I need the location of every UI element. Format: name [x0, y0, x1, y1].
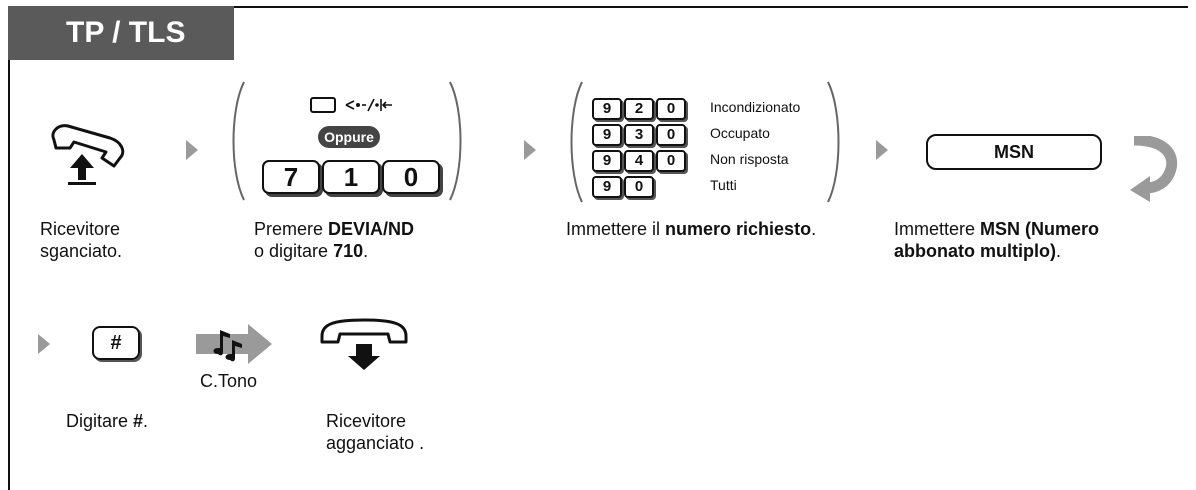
handset-off-hook-icon — [51, 124, 125, 185]
step2-text-end: . — [363, 241, 369, 261]
option-label: Tutti — [710, 177, 737, 193]
handset-on-hook-icon — [320, 318, 408, 370]
step4-label: Immettere MSN (Numero abbonato multiplo)… — [894, 218, 1099, 262]
step2-text-pre: Premere — [254, 219, 329, 239]
step2-label: Premere DEVIA/ND o digitare 710. — [254, 218, 414, 262]
option-label: Incondizionato — [710, 99, 801, 115]
arrow-icon — [38, 334, 50, 354]
step5-text-bold: # — [133, 411, 144, 431]
key-1: 1 — [322, 160, 380, 194]
step2-text-bold1: DEVIA/ND — [328, 219, 415, 239]
left-parenthesis-icon — [570, 81, 583, 203]
step2-text-line2-pre: o digitare — [254, 241, 334, 261]
step4-text-bold2: abbonato multiplo) — [894, 241, 1056, 261]
arrow-icon — [876, 140, 888, 160]
step7-label-line1: Ricevitore — [326, 411, 407, 431]
arrow-icon — [186, 140, 198, 160]
key-9: 9 — [592, 98, 622, 120]
left-parenthesis-icon — [232, 81, 245, 201]
msn-entry-box: MSN — [926, 134, 1102, 170]
step5-text-pre: Digitare — [66, 411, 134, 431]
key-9: 9 — [592, 150, 622, 172]
devia-nd-button-icon — [310, 97, 392, 113]
key-4: 4 — [624, 150, 654, 172]
key-3: 3 — [624, 124, 654, 146]
step4-text-pre: Immettere — [894, 219, 981, 239]
tone-label: C.Tono — [200, 371, 258, 391]
step4-text-end: . — [1055, 241, 1061, 261]
key-0: 0 — [624, 176, 654, 198]
step7-label: Ricevitore agganciato . — [326, 410, 424, 454]
continue-arrow-icon — [1130, 136, 1178, 202]
step3-text-end: . — [811, 219, 817, 239]
option-label: Occupato — [710, 125, 770, 141]
key-9: 9 — [592, 176, 622, 198]
key-0: 0 — [382, 160, 440, 194]
step4-text-bold1: MSN (Numero — [980, 219, 1100, 239]
oppure-badge: Oppure — [318, 126, 380, 148]
key-2: 2 — [624, 98, 654, 120]
step3-label: Immettere il numero richiesto. — [566, 218, 816, 240]
step1-label-line2: sganciato. — [40, 241, 123, 261]
option-label: Non risposta — [710, 151, 789, 167]
step7-label-line2: agganciato . — [326, 433, 425, 453]
step5-text-end: . — [143, 411, 149, 431]
key-9: 9 — [592, 124, 622, 146]
step3-text-bold: numero richiesto — [665, 219, 812, 239]
step1-label: Ricevitore sganciato. — [40, 218, 122, 262]
step5-label: Digitare #. — [66, 410, 148, 432]
key-hash: # — [92, 326, 140, 360]
key-0: 0 — [656, 98, 686, 120]
key-7: 7 — [262, 160, 320, 194]
key-0: 0 — [656, 124, 686, 146]
step3-text-pre: Immettere il — [566, 219, 666, 239]
arrow-icon — [524, 140, 536, 160]
right-parenthesis-icon — [827, 81, 840, 203]
right-parenthesis-icon — [449, 81, 462, 201]
key-0: 0 — [656, 150, 686, 172]
page-title: TP / TLS — [8, 6, 234, 60]
step2-text-bold2: 710 — [333, 241, 364, 261]
tone-icon — [196, 324, 272, 364]
content-frame — [8, 6, 1188, 490]
step1-label-line1: Ricevitore — [40, 219, 121, 239]
